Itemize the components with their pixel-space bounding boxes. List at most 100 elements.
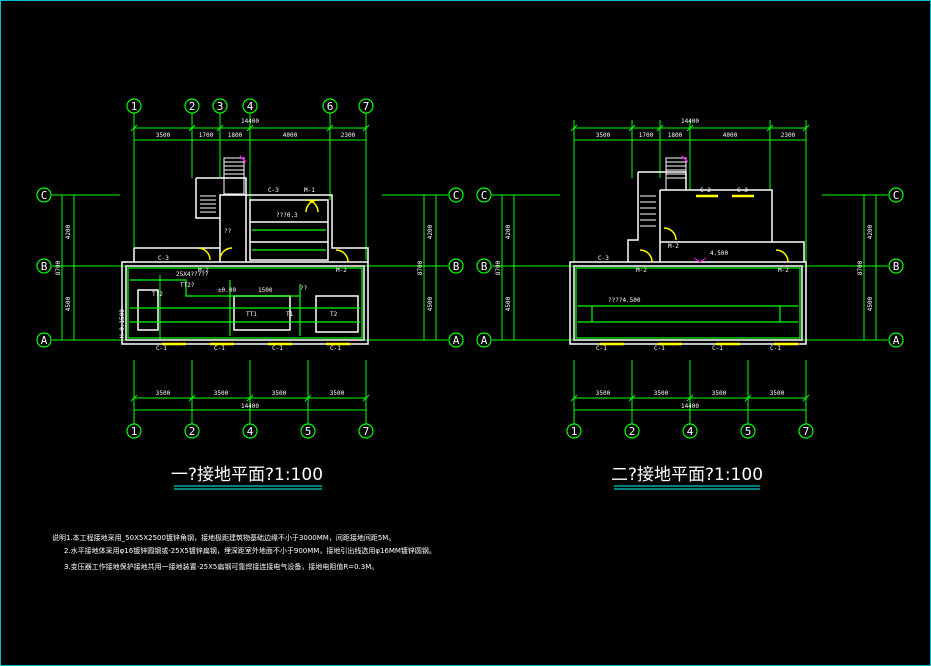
- plan1-label: 25X4?????: [176, 271, 209, 278]
- plan1-axis-top-1: 1: [131, 100, 138, 113]
- plan1-label: C-1: [272, 345, 283, 352]
- plan1-axis-bot-5: 5: [305, 425, 312, 438]
- plan1-room-labels: C-3 M-1 C-3 M-2 M-2 C-1 C-1 C-1 C-1 ???0…: [119, 187, 347, 352]
- plan1-dim-bottom: 3500: [272, 390, 287, 397]
- plan1-label: C-1: [330, 345, 341, 352]
- plan2-label: C-2: [700, 187, 711, 194]
- plan1-axis-labels: 1 2 3 4 6 7 1 2 4 5 7 C B A C B A: [41, 100, 460, 438]
- plan1-label: C-3: [158, 255, 169, 262]
- plan1-grounding: [127, 229, 363, 339]
- plan1-label: ??: [224, 228, 232, 235]
- plan1-label: TT2?: [180, 282, 195, 289]
- plan1-axis-top-6: 6: [327, 100, 334, 113]
- plan1-dim-top: 4000: [283, 132, 298, 139]
- plan2-axis-lines: [492, 120, 888, 424]
- plan1-row-b-left: B: [41, 260, 48, 273]
- plan2-axis-bot-1: 1: [571, 425, 578, 438]
- plan2-dim-top: 1800: [668, 132, 683, 139]
- plan2-dim-bottom: 3500: [770, 390, 785, 397]
- plan2-dim-bottom: 3500: [654, 390, 669, 397]
- plan1-side-total: 8700: [55, 260, 62, 275]
- note-line-2: 2.水平接地体采用φ16镀锌圆钢或-25X5镀锌扁钢，埋深距室外地面不小于900…: [64, 546, 436, 555]
- plan2-axis-bot-4: 4: [687, 425, 694, 438]
- plan1-axis-top-3: 3: [217, 100, 224, 113]
- plan1-label: M-2: [336, 267, 347, 274]
- plan2-label: M-2: [778, 267, 789, 274]
- plan2-label: 4.500: [710, 250, 728, 257]
- plan1-label: TT1: [246, 311, 257, 318]
- plan1-axis-bot-7: 7: [363, 425, 370, 438]
- plan2-dim-total-bottom: 14400: [681, 403, 699, 410]
- plan2-row-b-left: B: [481, 260, 488, 273]
- plan2-dim-top: 2300: [781, 132, 796, 139]
- plan2-dim-bottom: 3500: [712, 390, 727, 397]
- plan1-label: C-1: [156, 345, 167, 352]
- plan2-dim-top: 1700: [639, 132, 654, 139]
- plan2-label: C-1: [654, 345, 665, 352]
- note-line-3: 3.变压器工作接地保护接地共用一接地装置-25X5扁钢可靠焊接连接电气设备，接地…: [64, 562, 378, 571]
- plan2-label: ????4.500: [608, 297, 641, 304]
- plan1-row-a-left: A: [41, 334, 48, 347]
- plan1-label: ???0.3: [276, 212, 298, 219]
- plan2-windows: [600, 194, 798, 346]
- plan1-doors: [197, 199, 349, 263]
- plan1-side-dim-r: 4200: [427, 224, 434, 239]
- plan1-axis-lines: [52, 113, 448, 424]
- plan2-label: C-1: [596, 345, 607, 352]
- plan2-dim-texts: 14400 3500 1700 1800 4000 2300 3500 3500…: [495, 118, 874, 410]
- plan2-axis-bot-7: 7: [803, 425, 810, 438]
- plan1-dim-total-top: 14400: [241, 118, 259, 125]
- plan1-dim-bottom: 3500: [330, 390, 345, 397]
- plan1-label: T?2: [152, 291, 163, 298]
- plan1-side-dim: 4200: [65, 224, 72, 239]
- plan2-side-dim-r: 4500: [867, 296, 874, 311]
- plan2-row-c-left: C: [481, 189, 488, 202]
- plan1-dim-total-bottom: 14400: [241, 403, 259, 410]
- plan2-title: 二?接地平面?1:100: [611, 465, 763, 485]
- plan2-dim-top: 3500: [596, 132, 611, 139]
- plan1-label: 1500: [258, 287, 273, 294]
- plan-1: 1 2 3 4 6 7 1 2 4 5 7 C B A C B A 14400 …: [36, 98, 464, 490]
- plan1-label: T1: [286, 311, 294, 318]
- plan1-label: C-1: [214, 345, 225, 352]
- plan2-side-dim: 4500: [505, 296, 512, 311]
- design-notes: 说明1.本工程接地采用_50X5X2500镀锌角钢，接地极距建筑物基础边缘不小于…: [52, 533, 436, 571]
- plan1-dim-bottom: 3500: [156, 390, 171, 397]
- plan1-marker: [239, 155, 247, 163]
- plan2-row-c-right: C: [893, 189, 900, 202]
- plan1-label: M-1: [304, 187, 315, 194]
- note-line-1: 说明1.本工程接地采用_50X5X2500镀锌角钢，接地极距建筑物基础边缘不小于…: [52, 533, 395, 542]
- plan2-dim-ticks: [570, 124, 810, 402]
- plan1-axis-bot-4: 4: [247, 425, 254, 438]
- plan1-dim-texts: 14400 3500 1700 1800 4000 2300 3500 3500…: [55, 118, 434, 410]
- plan2-label: C-3: [598, 255, 609, 262]
- plan2-axis-bot-5: 5: [745, 425, 752, 438]
- plan2-bubbles: [476, 187, 904, 439]
- plan2-label: C-1: [712, 345, 723, 352]
- plan1-dim-top: 1700: [199, 132, 214, 139]
- plan1-walls: [121, 177, 369, 345]
- plan1-axis-bot-1: 1: [131, 425, 138, 438]
- plan1-label: ±0.00: [218, 287, 236, 294]
- plan2-marker: [681, 155, 689, 163]
- plan2-dim-bottom: 3500: [596, 390, 611, 397]
- plan2-axis-bot-2: 2: [629, 425, 636, 438]
- plan1-dim-ticks: [130, 124, 370, 402]
- plan1-axis-top-2: 2: [189, 100, 196, 113]
- plan2-side-dim: 4200: [505, 224, 512, 239]
- plan2-side-total-r: 8700: [857, 260, 864, 275]
- plan1-axis-bot-2: 2: [189, 425, 196, 438]
- plan1-axis-top-7: 7: [363, 100, 370, 113]
- plan1-row-a-right: A: [453, 334, 460, 347]
- plan1-label: M-2: [198, 267, 209, 274]
- plan1-row-c-right: C: [453, 189, 460, 202]
- plan1-stair: [200, 157, 245, 213]
- plan1-dim-bottom: 3500: [214, 390, 229, 397]
- plan2-label: M-2: [668, 243, 679, 250]
- plan2-label: C-3: [737, 187, 748, 194]
- plan1-dim-top: 3500: [156, 132, 171, 139]
- plan2-doors: [639, 227, 789, 263]
- plan1-label: C-3: [268, 187, 279, 194]
- plan2-side-dim-r: 4200: [867, 224, 874, 239]
